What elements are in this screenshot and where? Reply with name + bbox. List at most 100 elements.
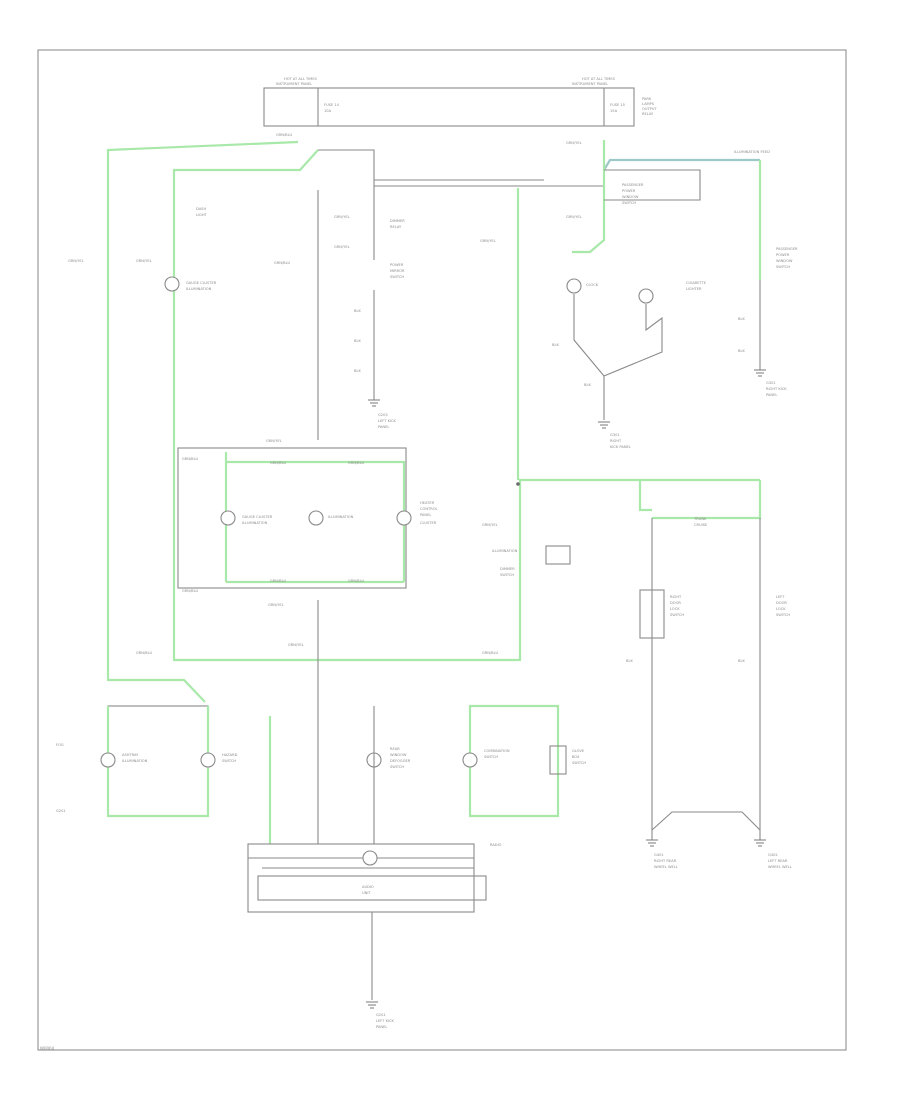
combo-lamp-icon	[462, 752, 478, 768]
wire-label-r2: GRN/YEL	[268, 603, 284, 607]
right-door-box	[639, 589, 665, 639]
passenger-window-label-3: WINDOW	[622, 195, 639, 199]
wire-label-blk7: BLK	[738, 349, 745, 353]
audio-unit-inner	[257, 875, 487, 901]
dimmer-relay-label-2: RELAY	[390, 225, 402, 229]
left-ground-label-1: G402	[768, 853, 778, 857]
power-mirror-label-1: POWER	[390, 263, 404, 267]
illum-switch-label-3: SWITCH	[500, 573, 514, 577]
wire-label-gn4: GRN/BLU	[274, 261, 290, 265]
wire-label-gn3: GRN/BLU	[482, 651, 498, 655]
right-door-label-2: DOOR	[670, 601, 681, 605]
hazard-lamp-icon	[200, 752, 216, 768]
audio-label-1: AUDIO	[362, 885, 374, 889]
fuse-block	[263, 87, 635, 127]
left-lamp-icon	[164, 276, 180, 292]
dash-light-label-1: DASH	[196, 207, 206, 211]
radio-lamp-icon	[362, 850, 378, 866]
heater-control-label-2: CONTROL	[420, 507, 438, 511]
cluster-ground-label-1: CLUSTER	[420, 521, 437, 525]
ground-right-mid-label-2: RIGHT	[610, 439, 622, 443]
wire-label-blk8: BLK	[626, 659, 633, 663]
rear-window-label-1: REAR	[390, 747, 400, 751]
diagram-frame	[37, 49, 847, 1051]
dash-light-label-2: LIGHT	[196, 213, 208, 217]
wire-label-blk4: BLK	[552, 343, 559, 347]
fuse-block-right-title-2: INSTRUMENT PANEL	[572, 82, 608, 86]
illum-dimmer-label-1: GAUGE CLUSTER	[242, 515, 273, 519]
fuse-left-label-2: 10A	[324, 109, 332, 113]
wire-label-gn1: GRN/BLU	[276, 133, 292, 137]
rear-window-label-4: SWITCH	[390, 765, 404, 769]
ground-left-label-1: G201	[56, 809, 66, 813]
wire-label-gn7: GRN/BLU	[348, 461, 364, 465]
passenger-window-label-4: SWITCH	[622, 201, 636, 205]
ashtray-lamp-icon	[100, 752, 116, 768]
dimmer-relay-label-1: DIMMER	[390, 219, 405, 223]
passenger-window-label-2: POWER	[622, 189, 636, 193]
wire-label-left-feed: GRN/YEL	[136, 259, 152, 263]
wire-label-gn8: GRN/BLU	[182, 589, 198, 593]
ground-symbol-left-rear	[754, 839, 766, 847]
wire-label-gn9: GRN/BLU	[270, 579, 286, 583]
fuse-block-right-title-1: HOT AT ALL TIMES	[582, 77, 616, 81]
passenger-ground-label-2: RIGHT KICK	[766, 387, 787, 391]
fuse-right-note-4: RELAY	[642, 112, 654, 116]
glove-label-2: BOX	[572, 755, 580, 759]
combo-label-2: SWITCH	[484, 755, 498, 759]
wire-label-r3: GRN/YEL	[288, 643, 304, 647]
right-door-label-4: SWITCH	[670, 613, 684, 617]
left-ground-label-2: LEFT REAR	[768, 859, 788, 863]
wire-label-blk2: BLK	[354, 339, 361, 343]
cluster-lamp-1	[220, 510, 236, 526]
right-door-label-1: RIGHT	[670, 595, 682, 599]
illum-switch-label-1: ILLUMINATION	[492, 549, 518, 553]
wire-label-blk5: BLK	[584, 383, 591, 387]
audio-label-2: UNIT	[362, 891, 371, 895]
right-ground-label-2: RIGHT REAR	[654, 859, 677, 863]
ashtray-label-2: ILLUMINATION	[122, 759, 148, 763]
trunk-label: TRUNK	[693, 517, 707, 521]
wire-label-gn6: GRN/BLU	[270, 461, 286, 465]
power-window-right-4: SWITCH	[776, 265, 790, 269]
right-door-label-3: LOCK	[670, 607, 680, 611]
right-ground-label-3: WHEEL WELL	[654, 865, 678, 869]
passenger-ground-label-1: G301	[766, 381, 776, 385]
wire-label-r5: GRN/YEL	[566, 215, 582, 219]
ground-center-label-3: PANEL	[378, 425, 389, 429]
ground-symbol-passenger	[754, 369, 766, 377]
wire-label-center-feed: GRN/YEL	[480, 239, 496, 243]
left-door-label-1: LEFT	[776, 595, 785, 599]
combo-label-1: COMBINATION	[484, 749, 510, 753]
ground-right-mid-label-3: KICK PANEL	[610, 445, 631, 449]
left-loop-wire	[172, 149, 760, 662]
left-door-label-4: SWITCH	[776, 613, 790, 617]
fuse-right-note-3: OUTPUT	[642, 107, 657, 111]
ground-bottom-label-2: LEFT KICK	[376, 1019, 395, 1023]
ground-center-label-1: G203	[378, 413, 388, 417]
left-ground-label-3: WHEEL WELL	[768, 865, 792, 869]
ashtray-label-1: ASHTRAY	[122, 753, 139, 757]
rear-window-label-3: DEFOGGER	[390, 759, 411, 763]
ground-symbol-right-rear	[646, 839, 658, 847]
cluster-lamp-2	[308, 510, 324, 526]
glove-label-3: SWITCH	[572, 761, 586, 765]
heater-control-label-1: HEATER	[420, 501, 435, 505]
glove-box-icon	[549, 745, 567, 775]
fuse-right-note-2: LAMPS	[642, 102, 655, 106]
ground-center-label-2: LEFT KICK	[378, 419, 397, 423]
fuse-left-label-1: FUSE 14	[324, 103, 340, 107]
wire-label-blk3: BLK	[354, 369, 361, 373]
clock-lamp-icon	[566, 278, 582, 294]
illum-dimmer-label-2: ILLUMINATION	[242, 521, 268, 525]
left-door-label-2: DOOR	[776, 601, 787, 605]
ground-symbol-right-mid	[598, 421, 610, 429]
cigarette-lamp-icon	[638, 288, 654, 304]
wire-label-gn5: GRN/BLU	[182, 457, 198, 461]
wire-label-right-feed: GRN/YEL	[566, 141, 582, 145]
cigarette-label-2: LIGHTER	[686, 287, 702, 291]
center-junction-dot	[516, 482, 520, 486]
top-right-note: ILLUMINATION FEED	[734, 150, 770, 154]
power-mirror-label-2: MIRROR	[390, 269, 405, 273]
cruise-label-1: CRUISE	[694, 523, 708, 527]
